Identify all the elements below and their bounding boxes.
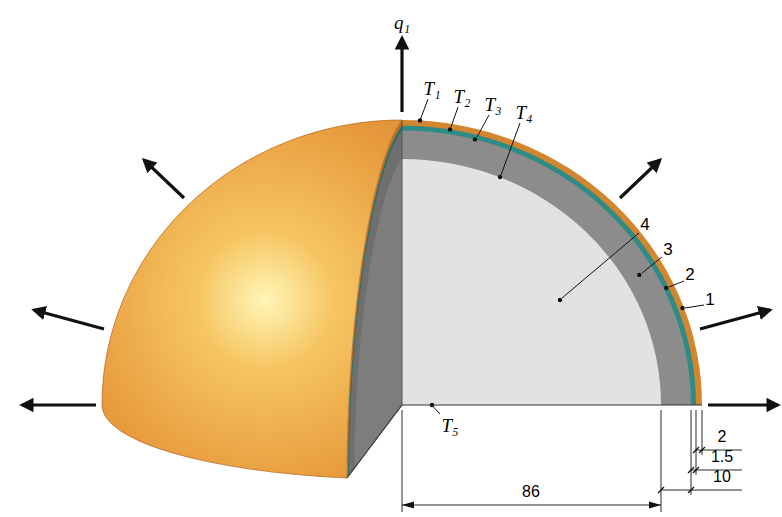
temperature-symbol: T₂: [453, 87, 470, 106]
callout-number: 3: [663, 241, 672, 258]
temperature-symbol: T₃: [484, 95, 501, 114]
outer-shell: [102, 120, 402, 478]
dimension-arrowheads: [402, 502, 661, 509]
base-line: [347, 405, 402, 478]
callout-number: 4: [640, 216, 649, 233]
cut-face-layer-2: [348, 126, 402, 477]
temperature-symbol: T₁: [423, 79, 440, 98]
callout-number: 2: [685, 266, 694, 283]
flux-symbol: q₁: [394, 13, 410, 32]
cut-edge: [402, 120, 403, 405]
core-section: [402, 159, 661, 405]
cut-face-layer-1: [347, 120, 402, 478]
layer-3-section: [402, 131, 691, 406]
temperature-symbol: T₅: [441, 416, 458, 435]
layer-1-section: [402, 120, 702, 405]
callout-number: 1: [705, 291, 714, 308]
leader-lines: [421, 99, 705, 414]
dimension-value: 1.5: [711, 449, 733, 465]
temperature-symbol: T₄: [515, 103, 532, 122]
dimension-value: 86: [522, 484, 540, 500]
dimension-lines: [402, 410, 742, 512]
base-line: [402, 404, 702, 405]
leader-dots: [418, 118, 685, 407]
dimension-value: 10: [713, 469, 731, 485]
dimension-ticks: [658, 447, 705, 493]
cut-face-layer-3: [349, 131, 402, 476]
heat-flux-arrows: [22, 38, 778, 405]
cut-face-core: [355, 159, 403, 468]
layer-2-section: [402, 126, 696, 405]
dimension-value: 2: [718, 429, 727, 445]
